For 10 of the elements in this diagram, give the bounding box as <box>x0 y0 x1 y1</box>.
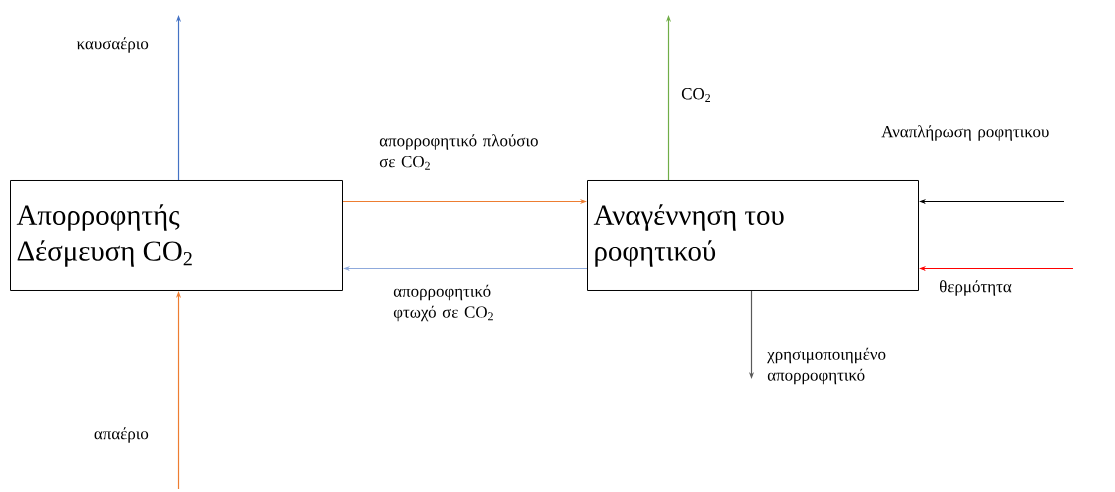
edge-label: θερμότητα <box>940 280 1012 296</box>
process-box: Αναγέννηση του ροφητικού <box>587 180 919 291</box>
edge-label: απορροφητικό πλούσιο σε CO$_{2}$ <box>379 134 538 170</box>
edge-label: Αναπλήρωση ροφητικου <box>881 125 1049 141</box>
edge-label: καυσαέριο <box>76 37 149 53</box>
edge-label: απαέριο <box>94 427 149 443</box>
edge-label: απορροφητικό φτωχό σε CO$_{2}$ <box>393 284 493 322</box>
edge-label: CO$_{2}$ <box>681 88 710 102</box>
edge-label: χρησιμοποιημένο απορροφητικό <box>767 347 886 385</box>
process-box: Απορροφητής Δέσμευση CO$_{2}$ <box>10 180 343 291</box>
